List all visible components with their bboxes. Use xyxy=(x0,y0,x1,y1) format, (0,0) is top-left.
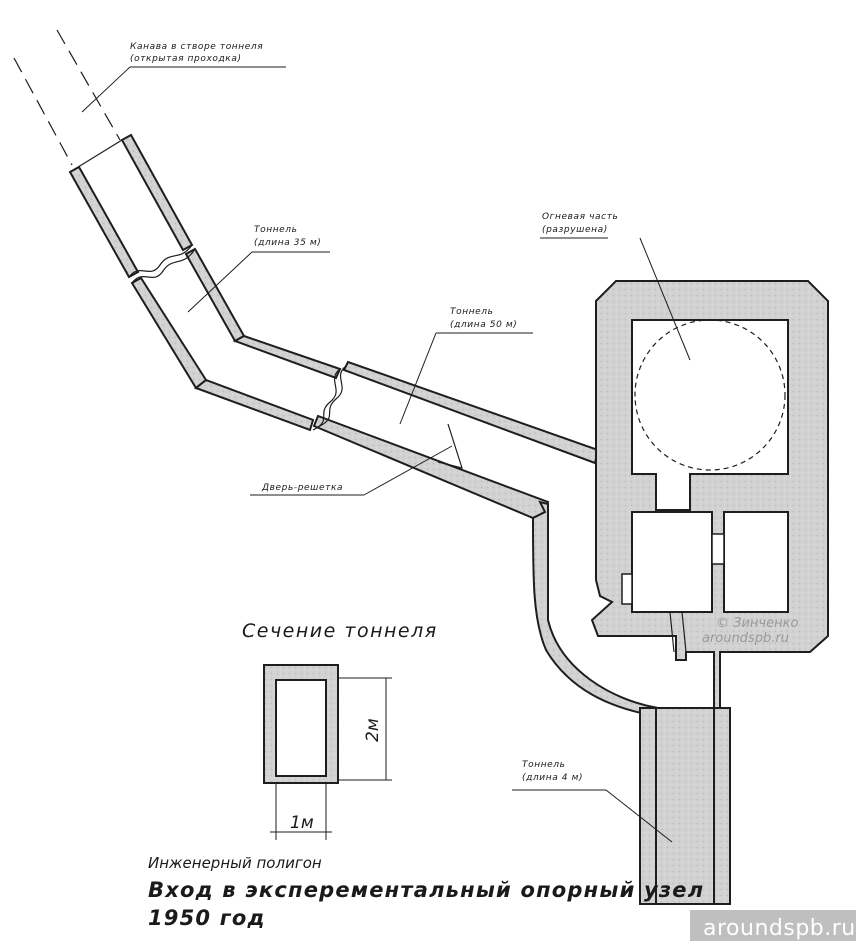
copyright-line2: aroundspb.ru xyxy=(702,631,789,646)
tunnel50-label-line1: Тоннель xyxy=(450,307,494,317)
watermark: aroundspb.ru xyxy=(690,910,856,941)
leader-lines xyxy=(81,66,691,843)
tunnel-section xyxy=(263,664,392,840)
tunnel35-label-line1: Тоннель xyxy=(254,225,298,235)
trench-label-line1: Канава в створе тоннеля xyxy=(130,42,263,52)
door-grille-label: Дверь-решетка xyxy=(261,483,343,493)
bunker-structure xyxy=(531,280,829,905)
dimension-width: 1м xyxy=(290,813,314,833)
tunnel-4m-walls xyxy=(639,707,731,905)
main-title: Вход в эксперементальный опорный узел xyxy=(148,878,704,902)
fire-unit-label-line2: (разрушена) xyxy=(542,225,608,235)
watermark-text: aroundspb.ru xyxy=(703,916,856,941)
section-title: Сечение тоннеля xyxy=(242,620,438,642)
dimension-height: 2м xyxy=(363,718,383,742)
tunnel4-label-line2: (длина 4 м) xyxy=(522,773,583,783)
site-name: Инженерный полигон xyxy=(148,854,322,872)
tunnel4-label-line1: Тоннель xyxy=(522,760,566,770)
tunnel-50m-walls xyxy=(193,334,600,520)
tunnel35-label-line2: (длина 35 м) xyxy=(254,238,321,248)
trench-dashed-lines xyxy=(13,29,121,166)
year-label: 1950 год xyxy=(148,906,266,930)
trench-label-line2: (открытая проходка) xyxy=(130,54,242,64)
fire-unit-label-line1: Огневая часть xyxy=(542,212,618,222)
copyright-line1: © Зинченко xyxy=(716,616,798,631)
tunnel50-label-line2: (длина 50 м) xyxy=(450,320,517,330)
tunnel-35m-walls xyxy=(68,133,246,390)
